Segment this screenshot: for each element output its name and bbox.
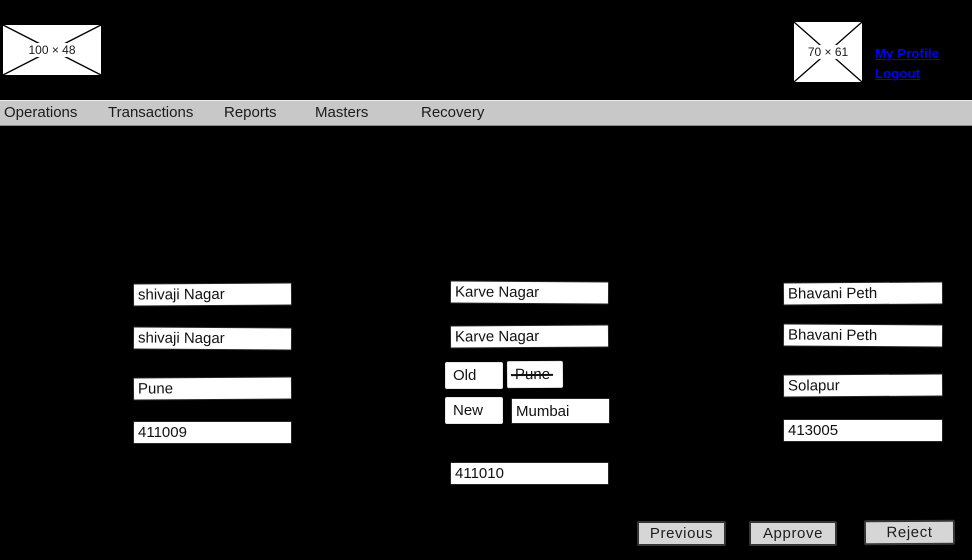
address1-city-input[interactable] — [132, 376, 293, 401]
nav-item-reports[interactable]: Reports — [224, 104, 277, 121]
address2-old-city-value: Pune — [506, 360, 564, 389]
old-value-label: Old — [445, 362, 503, 389]
nav-item-transactions[interactable]: Transactions — [108, 104, 194, 121]
avatar-broken-image-icon: 70 × 61 — [793, 21, 863, 83]
nav-item-recovery[interactable]: Recovery — [421, 104, 485, 121]
address1-line1-input[interactable] — [132, 282, 293, 307]
previous-button[interactable]: Previous — [637, 521, 726, 546]
address3-line1-input[interactable] — [782, 281, 944, 306]
address2-line1-input[interactable] — [449, 280, 610, 305]
main-nav: Operations Transactions Reports Masters … — [0, 100, 972, 126]
address3-pincode-input[interactable] — [783, 419, 943, 442]
address1-line2-input[interactable] — [132, 326, 293, 351]
my-profile-link[interactable]: My Profile — [875, 46, 940, 61]
address2-pincode-input[interactable] — [450, 462, 609, 485]
address3-city-input[interactable] — [782, 373, 944, 398]
nav-item-operations[interactable]: Operations — [4, 104, 78, 121]
nav-item-masters[interactable]: Masters — [315, 104, 369, 121]
address2-line2-input[interactable] — [449, 324, 610, 349]
address1-pincode-input[interactable] — [133, 421, 292, 444]
avatar-size-label: 70 × 61 — [808, 45, 849, 59]
approve-button[interactable]: Approve — [749, 521, 837, 546]
logo-size-label: 100 × 48 — [28, 43, 75, 57]
new-value-label: New — [445, 397, 503, 424]
address2-new-city-input[interactable] — [511, 398, 610, 424]
logout-link[interactable]: Logout — [875, 66, 921, 81]
reject-button[interactable]: Reject — [863, 519, 956, 546]
logo-broken-image-icon: 100 × 48 — [2, 24, 102, 76]
address3-line2-input[interactable] — [782, 323, 944, 348]
